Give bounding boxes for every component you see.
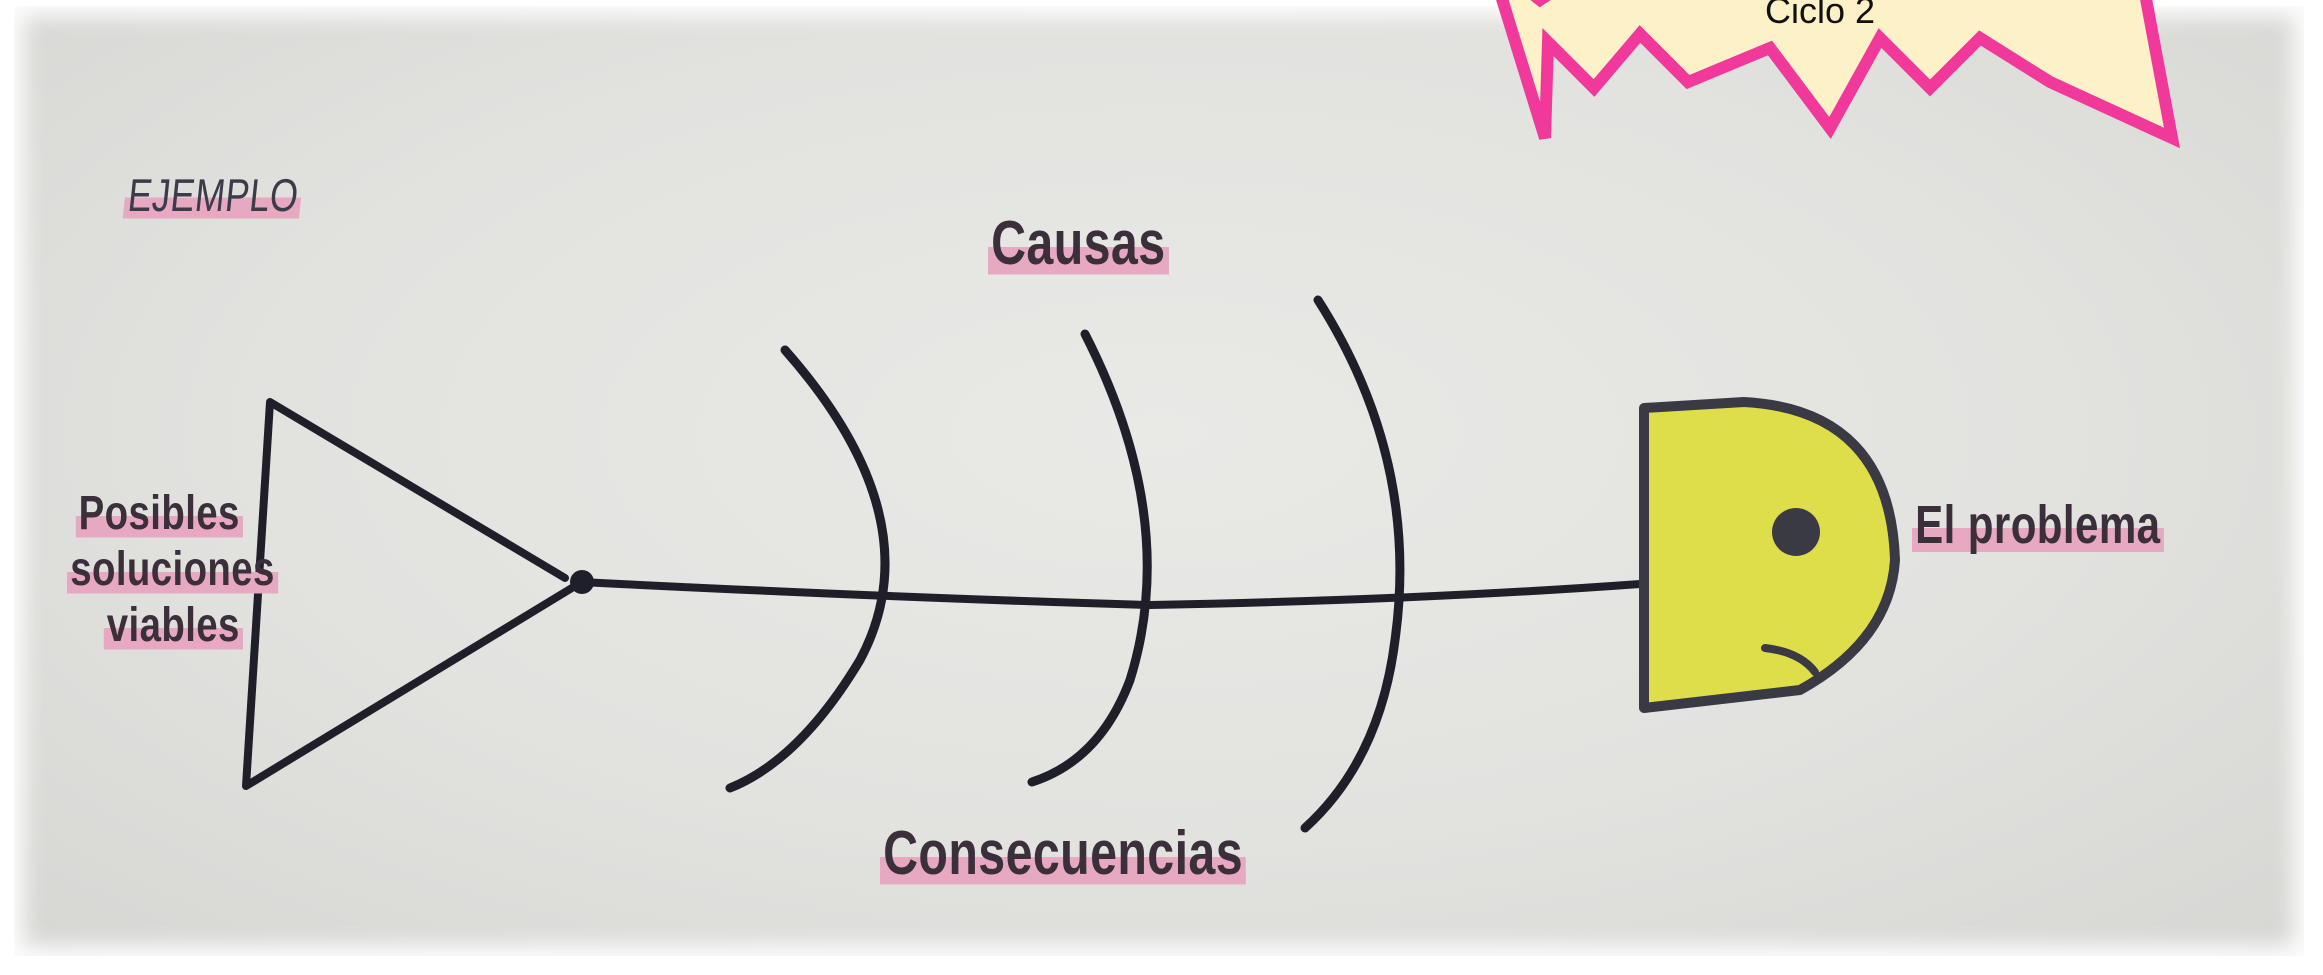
causes-label: Causas <box>988 208 1169 279</box>
badge-label: Ciclo 2 <box>1764 0 1876 31</box>
consequences-label: Consecuencias <box>880 818 1247 889</box>
example-heading: EJEMPLO <box>122 168 305 222</box>
solutions-line-2: soluciones <box>67 543 278 596</box>
fish-tail <box>242 398 589 790</box>
ciclo-badge-shape <box>1496 0 2181 149</box>
consequences-label-text: Consecuencias <box>880 819 1247 888</box>
solutions-line-1: Posibles <box>75 487 244 540</box>
rib-1 <box>725 345 890 793</box>
problem-label: El problema <box>1912 494 2164 556</box>
example-heading-text: EJEMPLO <box>122 169 305 221</box>
fish-head <box>1639 397 1900 713</box>
solutions-label: Posibles soluciones viables <box>67 486 278 654</box>
problem-label-text: El problema <box>1912 495 2164 555</box>
causes-label-text: Causas <box>988 209 1169 278</box>
solutions-line-3: viables <box>103 599 243 652</box>
fish-spine <box>576 578 1644 610</box>
rib-2 <box>1027 329 1152 787</box>
fish-eye <box>1772 508 1820 556</box>
rib-3 <box>1300 295 1405 833</box>
fish-mouth <box>1761 644 1819 676</box>
